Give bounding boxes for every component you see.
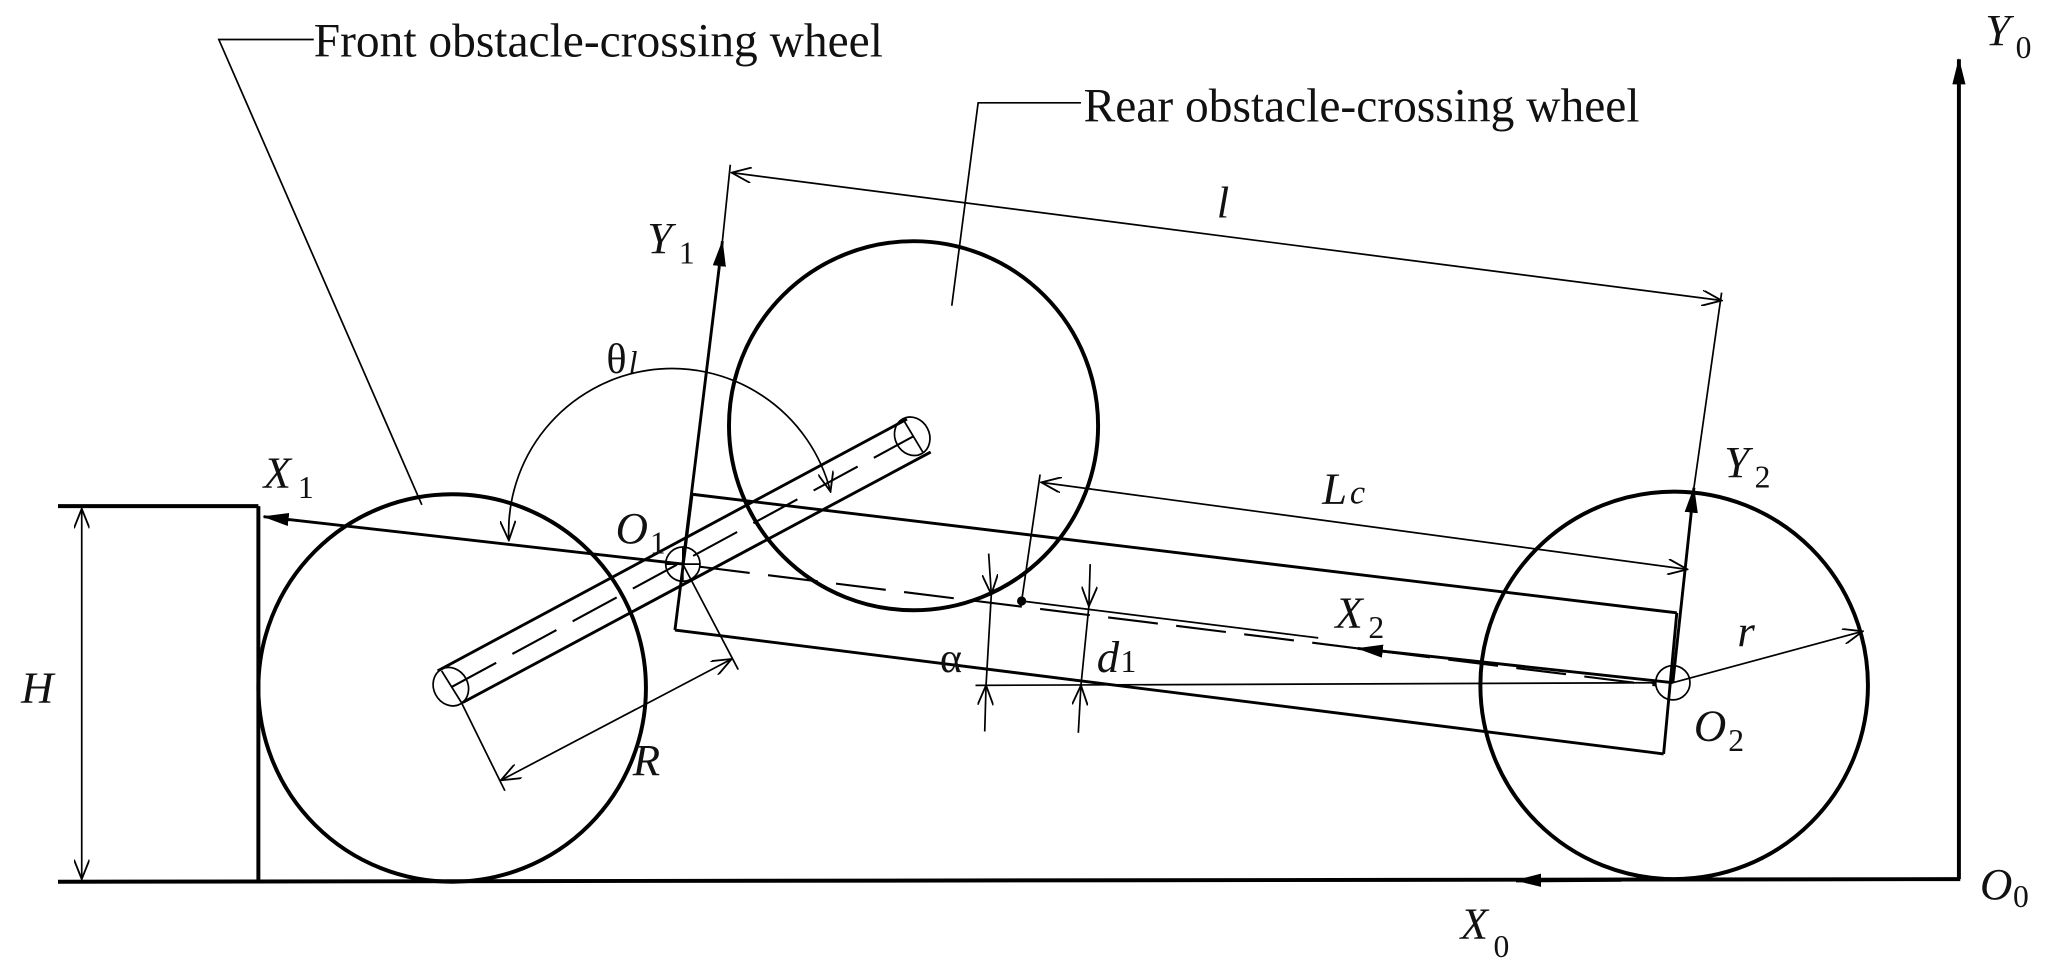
svg-text:1: 1 <box>298 470 314 505</box>
label-x0: X 0 <box>1459 898 1510 963</box>
svg-text:L: L <box>1321 463 1347 513</box>
svg-text:0: 0 <box>1494 929 1510 964</box>
svg-text:l: l <box>629 345 638 380</box>
svg-text:d: d <box>1097 632 1120 682</box>
label-o2: O 2 <box>1694 701 1744 759</box>
label-o0: O 0 <box>1980 859 2029 914</box>
y2-axis <box>1671 486 1698 683</box>
obstacle-step <box>58 504 261 882</box>
label-y1: Y 1 <box>647 213 694 271</box>
x0-axis-arrow <box>1514 873 1622 887</box>
svg-text:c: c <box>1350 473 1365 511</box>
crank-link-arm <box>432 416 932 707</box>
svg-text:O: O <box>1694 701 1726 751</box>
svg-text:0: 0 <box>2016 30 2032 65</box>
svg-text:2: 2 <box>1368 610 1384 645</box>
svg-text:θ: θ <box>606 336 626 383</box>
d1-dimension <box>1078 564 1090 733</box>
label-y2: Y 2 <box>1724 437 1770 495</box>
x1-axis <box>262 512 684 566</box>
centerline-o1-o2 <box>699 565 1656 687</box>
label-d1: d 1 <box>1097 632 1137 682</box>
svg-text:1: 1 <box>650 526 666 561</box>
rear-wheel-leader <box>950 101 1081 306</box>
x2-axis <box>1356 644 1674 685</box>
svg-text:1: 1 <box>1121 644 1137 679</box>
label-r: r <box>1737 606 1755 656</box>
joint-o2 <box>1654 664 1691 701</box>
radius-dimension-r-rear <box>1672 631 1863 684</box>
svg-text:Y: Y <box>1724 437 1753 487</box>
lc-dimension <box>1041 482 1687 569</box>
svg-text:Y: Y <box>647 213 676 263</box>
svg-text:X: X <box>262 448 293 498</box>
front-wheel-leader <box>217 38 423 506</box>
label-R: R <box>632 735 660 785</box>
svg-text:O: O <box>616 503 648 553</box>
svg-text:O: O <box>1980 859 2012 909</box>
svg-text:0: 0 <box>2013 879 2029 914</box>
svg-text:1: 1 <box>679 236 695 271</box>
body-frame <box>673 492 1679 756</box>
label-alpha: α <box>940 635 962 682</box>
radius-dimension-r-front <box>501 659 732 780</box>
l-dimension <box>732 173 1722 301</box>
label-x1: X 1 <box>262 448 314 506</box>
svg-text:2: 2 <box>1755 460 1771 495</box>
rear-wheel <box>727 239 1101 613</box>
svg-text:X: X <box>1333 587 1364 637</box>
svg-text:2: 2 <box>1728 723 1744 758</box>
ground-x0-axis <box>57 873 1961 887</box>
rear-wheel-callout: Rear obstacle-crossing wheel <box>1084 80 1640 132</box>
label-o1: O 1 <box>616 503 666 561</box>
label-x2: X 2 <box>1333 587 1384 645</box>
svg-text:Y: Y <box>1985 5 2014 55</box>
label-H: H <box>20 662 56 712</box>
theta-angle-arc <box>509 367 831 541</box>
label-l: l <box>1217 177 1229 227</box>
front-wheel-callout: Front obstacle-crossing wheel <box>314 16 883 68</box>
label-y0: Y 0 <box>1985 5 2031 65</box>
alpha-dimension <box>985 553 992 732</box>
label-lc: L c <box>1321 463 1365 513</box>
label-theta: θ l <box>606 336 637 383</box>
y1-axis <box>681 239 726 565</box>
svg-text:X: X <box>1459 898 1490 948</box>
